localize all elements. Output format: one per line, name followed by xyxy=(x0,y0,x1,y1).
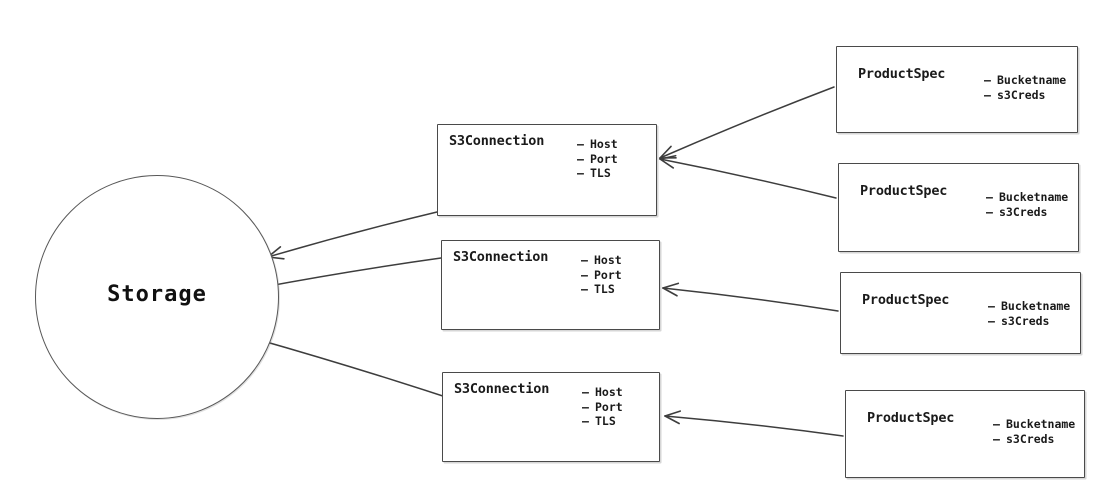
s3connection-attribute-row: –Port xyxy=(577,152,618,167)
storage-label: Storage xyxy=(107,282,207,307)
arrow-productspec2-to-s3conn1 xyxy=(659,154,837,199)
productspec-box[interactable] xyxy=(836,46,1078,133)
s3connection-attribute-label: Port xyxy=(590,151,618,166)
s3connection-attribute-row: –Host xyxy=(577,137,618,152)
productspec-attribute-row: –Bucketname xyxy=(986,190,1068,205)
attribute-dash-icon: – xyxy=(582,385,589,399)
productspec-attribute-label: Bucketname xyxy=(1006,417,1076,431)
arrow-productspec3-to-s3conn2 xyxy=(662,282,839,312)
productspec-attribute-label: Bucketname xyxy=(999,190,1069,204)
productspec-attribute-row: –s3Creds xyxy=(986,205,1068,220)
productspec-attribute-row: –Bucketname xyxy=(984,73,1066,88)
productspec-title: ProductSpec xyxy=(858,66,946,82)
arrow-productspec1-to-s3conn1 xyxy=(659,86,835,159)
s3connection-attribute-label: Host xyxy=(590,137,618,151)
s3connection-attribute-label: Port xyxy=(594,267,622,282)
productspec-attributes: –Bucketname–s3Creds xyxy=(993,417,1075,446)
s3connection-attribute-label: Port xyxy=(595,399,623,414)
productspec-attributes: –Bucketname–s3Creds xyxy=(986,190,1068,219)
productspec-attribute-row: –s3Creds xyxy=(988,314,1070,329)
productspec-box[interactable] xyxy=(845,390,1085,478)
storage-circle-node[interactable] xyxy=(35,175,279,419)
attribute-dash-icon: – xyxy=(986,190,993,204)
productspec-box[interactable] xyxy=(840,272,1081,354)
productspec-attribute-row: –s3Creds xyxy=(993,432,1075,447)
productspec-title: ProductSpec xyxy=(862,292,950,308)
s3connection-title: S3Connection xyxy=(453,249,549,265)
s3connection-attribute-row: –TLS xyxy=(577,166,618,181)
s3connection-attribute-row: –TLS xyxy=(581,282,622,297)
attribute-dash-icon: – xyxy=(577,137,584,151)
arrow-s3conn2-to-storage xyxy=(257,257,442,293)
productspec-attribute-row: –Bucketname xyxy=(988,299,1070,314)
s3connection-attribute-label: TLS xyxy=(594,282,615,296)
s3connection-attributes: –Host–Port–TLS xyxy=(581,253,622,297)
attribute-dash-icon: – xyxy=(984,73,991,87)
s3connection-attribute-label: Host xyxy=(594,253,622,267)
arrow-s3conn1-to-storage xyxy=(267,211,438,260)
attribute-dash-icon: – xyxy=(581,282,588,296)
s3connection-attribute-label: TLS xyxy=(595,414,616,428)
s3connection-title: S3Connection xyxy=(449,133,545,149)
s3connection-box[interactable] xyxy=(442,372,660,462)
productspec-attribute-label: s3Creds xyxy=(999,204,1048,219)
productspec-title: ProductSpec xyxy=(867,410,955,426)
attribute-dash-icon: – xyxy=(582,399,589,414)
productspec-attribute-label: s3Creds xyxy=(997,87,1046,102)
attribute-dash-icon: – xyxy=(581,267,588,282)
attribute-dash-icon: – xyxy=(582,414,589,428)
attribute-dash-icon: – xyxy=(581,253,588,267)
s3connection-attribute-label: Host xyxy=(595,385,623,399)
attribute-dash-icon: – xyxy=(993,417,1000,431)
attribute-dash-icon: – xyxy=(988,313,995,328)
productspec-attributes: –Bucketname–s3Creds xyxy=(988,299,1070,328)
s3connection-box[interactable] xyxy=(437,124,657,216)
productspec-box[interactable] xyxy=(838,163,1079,252)
s3connection-attributes: –Host–Port–TLS xyxy=(582,385,623,429)
productspec-attribute-label: Bucketname xyxy=(1001,299,1071,313)
productspec-attribute-row: –Bucketname xyxy=(993,417,1075,432)
arrow-productspec4-to-s3conn3 xyxy=(664,410,844,437)
s3connection-title: S3Connection xyxy=(454,381,550,397)
s3connection-attribute-row: –TLS xyxy=(582,414,623,429)
attribute-dash-icon: – xyxy=(986,204,993,219)
attribute-dash-icon: – xyxy=(988,299,995,313)
s3connection-attributes: –Host–Port–TLS xyxy=(577,137,618,181)
attribute-dash-icon: – xyxy=(577,151,584,166)
attribute-dash-icon: – xyxy=(993,431,1000,446)
productspec-attribute-label: Bucketname xyxy=(997,73,1067,87)
productspec-attribute-row: –s3Creds xyxy=(984,88,1066,103)
productspec-attribute-label: s3Creds xyxy=(1001,313,1050,328)
s3connection-attribute-row: –Port xyxy=(581,268,622,283)
attribute-dash-icon: – xyxy=(984,87,991,102)
s3connection-attribute-row: –Host xyxy=(581,253,622,268)
attribute-dash-icon: – xyxy=(577,166,584,180)
s3connection-attribute-label: TLS xyxy=(590,166,611,180)
s3connection-attribute-row: –Host xyxy=(582,385,623,400)
productspec-title: ProductSpec xyxy=(860,183,948,199)
s3connection-box[interactable] xyxy=(441,240,660,330)
arrow-s3conn3-to-storage xyxy=(248,334,453,400)
productspec-attributes: –Bucketname–s3Creds xyxy=(984,73,1066,102)
s3connection-attribute-row: –Port xyxy=(582,400,623,415)
productspec-attribute-label: s3Creds xyxy=(1006,431,1055,446)
